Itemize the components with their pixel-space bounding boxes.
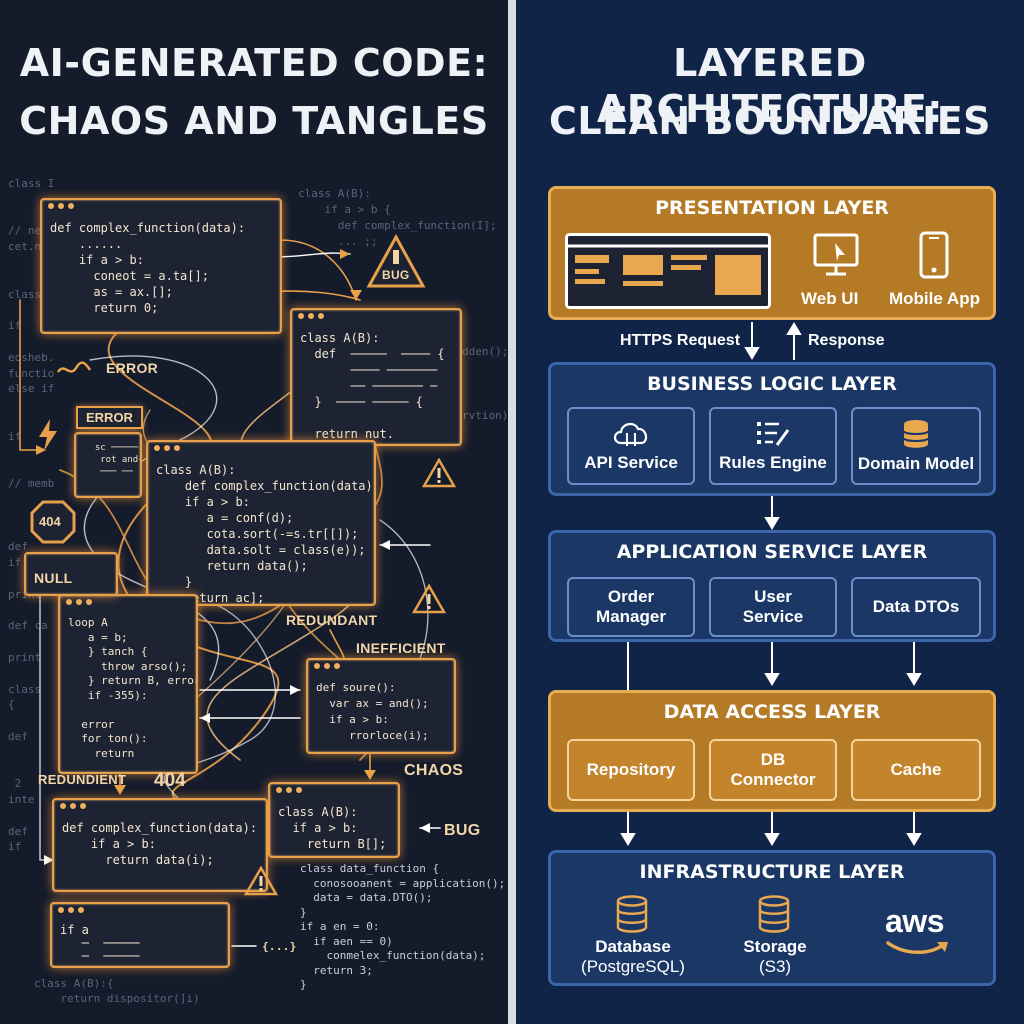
warning-icon — [422, 458, 456, 488]
rules-engine-label: Rules Engine — [719, 453, 827, 472]
business-layer-title: BUSINESS LOGIC LAYER — [647, 373, 897, 395]
background-code-bottom: class data_function { conosooanent = app… — [300, 862, 506, 991]
storage-label: Storage — [743, 937, 807, 956]
cloud-icon — [613, 422, 648, 446]
bug-warning-icon — [366, 234, 426, 288]
code-window-1-text: def complex_function(data): ...... if a … — [50, 221, 246, 315]
database-stack-icon — [903, 420, 929, 448]
panel-divider — [508, 0, 516, 1024]
storage-sub-label: (S3) — [758, 957, 792, 976]
lightning-icon — [39, 419, 57, 451]
presentation-layer: PRESENTATION LAYER Web UI Mobile App — [548, 186, 996, 320]
db-connector-box: DB Connector — [709, 739, 837, 801]
aws-smile-icon — [886, 941, 948, 954]
rules-engine-box: Rules Engine — [709, 407, 837, 485]
null-label: NULL — [34, 570, 73, 586]
cache-box: Cache — [851, 739, 981, 801]
chaos-title-line2: CHAOS AND TANGLES — [19, 99, 489, 143]
monitor-icon — [813, 233, 859, 276]
code-window-2: class A(B): def ───── ──── { ──── ──────… — [290, 308, 462, 446]
error-tag: ERROR — [76, 406, 143, 429]
domain-model-box: Domain Model — [851, 407, 981, 485]
squiggle-icon — [56, 361, 92, 373]
null-window: NULL — [24, 552, 118, 596]
code-window-5-text: def soure(): var ax = and(); if a > b: r… — [316, 681, 429, 742]
db-connector-label: DB Connector — [730, 750, 816, 789]
label-404-b: 404 — [154, 770, 186, 791]
database-icon — [616, 895, 648, 933]
mobile-phone-icon — [919, 231, 949, 279]
infrastructure-layer-title: INFRASTRUCTURE LAYER — [639, 861, 905, 883]
background-code-footer: class A(B):{ return dispositor(]i) — [34, 977, 200, 1005]
brace-label: {...} — [262, 940, 297, 953]
user-service-label: User Service — [742, 587, 804, 626]
data-dtos-label: Data DTOs — [872, 597, 960, 616]
cache-label: Cache — [890, 760, 942, 779]
business-logic-layer: BUSINESS LOGIC LAYER API Service Rules E… — [548, 362, 996, 496]
presentation-layer-title: PRESENTATION LAYER — [655, 197, 889, 219]
database-sub-label: (PostgreSQL) — [581, 957, 685, 976]
storage-icon — [758, 895, 790, 933]
code-window-8-text: if a ─ ───── ─ ───── — [60, 923, 140, 963]
warning-icon — [244, 866, 278, 896]
code-window-4-text: loop A a = b; } tanch { throw arso(); } … — [68, 616, 198, 760]
user-service-box: User Service — [709, 577, 837, 637]
order-manager-label: Order Manager — [596, 587, 666, 626]
code-window-3: class A(B): def complex_function(data): … — [146, 440, 376, 606]
inefficient-label: INEFFICIENT — [356, 640, 446, 656]
code-window-3-text: class A(B): def complex_function(data): … — [156, 463, 376, 605]
infrastructure-layer: INFRASTRUCTURE LAYER Database (PostgreSQ… — [548, 850, 996, 986]
data-dtos-box: Data DTOs — [851, 577, 981, 637]
chaos-title-line1: AI-GENERATED CODE: — [19, 41, 489, 85]
api-service-label: API Service — [584, 453, 678, 472]
chaos-panel: AI-GENERATED CODE: CHAOS AND TANGLES cla… — [0, 0, 508, 1024]
error-label: ERROR — [106, 360, 159, 376]
background-code-right: dden(); rvtion) — [462, 345, 508, 422]
architecture-panel: LAYERED ARCHITECTURE: CLEAN BOUNDARIES P… — [516, 0, 1024, 1024]
mobile-app-label: Mobile App — [889, 289, 980, 308]
error-404-icon — [30, 500, 76, 544]
application-layer-title: APPLICATION SERVICE LAYER — [616, 541, 928, 563]
code-window-5: def soure(): var ax = and(); if a > b: r… — [306, 658, 456, 754]
warning-icon — [412, 584, 446, 614]
code-window-6-text: class A(B): if a > b: return B[]; — [278, 805, 387, 851]
redundient-label: REDUNDIENT — [38, 772, 127, 787]
code-window-6: class A(B): if a > b: return B[]; — [268, 782, 400, 858]
code-window-2-text: class A(B): def ───── ──── { ──── ──────… — [300, 331, 445, 441]
data-access-layer-title: DATA ACCESS LAYER — [663, 701, 881, 723]
domain-model-label: Domain Model — [857, 454, 975, 473]
storage-item: Storage (S3) — [725, 937, 825, 977]
application-service-layer: APPLICATION SERVICE LAYER Order Manager … — [548, 530, 996, 642]
code-window-9-text: sc ───── rot and{ ─── ── — [94, 443, 142, 477]
browser-mockup-icon — [565, 233, 771, 309]
code-window-8: if a ─ ───── ─ ───── — [50, 902, 230, 968]
database-item: Database (PostgreSQL) — [577, 937, 689, 977]
web-ui-label: Web UI — [801, 289, 859, 308]
repository-label: Repository — [586, 760, 676, 779]
checklist-icon — [757, 422, 790, 446]
bug-sign-label: BUG — [382, 268, 410, 282]
label-404-a: 404 — [39, 514, 61, 529]
response-label: Response — [808, 332, 885, 349]
architecture-title-line1: LAYERED ARCHITECTURE: — [597, 41, 943, 131]
code-window-4: loop A a = b; } tanch { throw arso(); } … — [58, 594, 198, 774]
api-service-box: API Service — [567, 407, 695, 485]
data-access-layer: DATA ACCESS LAYER Repository DB Connecto… — [548, 690, 996, 812]
https-request-label: HTTPS Request — [620, 332, 741, 349]
redundant-label: REDUNDANT — [286, 612, 378, 628]
database-label: Database — [595, 937, 671, 956]
code-window-7: def complex_function(data): if a > b: re… — [52, 798, 268, 892]
order-manager-box: Order Manager — [567, 577, 695, 637]
chaos-label: CHAOS — [404, 762, 464, 779]
code-window-1: def complex_function(data): ...... if a … — [40, 198, 282, 334]
code-window-7-text: def complex_function(data): if a > b: re… — [62, 821, 258, 867]
aws-logo: aws — [885, 903, 944, 939]
architecture-title-line2: CLEAN BOUNDARIES — [548, 99, 992, 143]
repository-box: Repository — [567, 739, 695, 801]
code-window-9: sc ───── rot and{ ─── ── — [74, 432, 142, 498]
bug-label: BUG — [444, 822, 481, 839]
